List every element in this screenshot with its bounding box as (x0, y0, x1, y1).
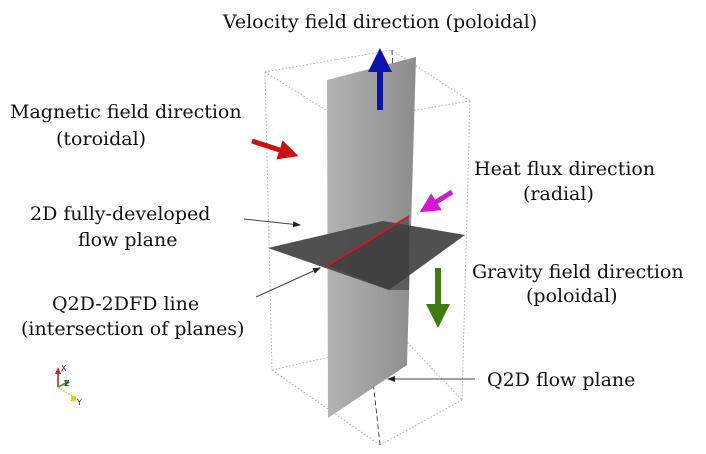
gravity-label-line2: (poloidal) (526, 285, 618, 307)
plane2d-label-line2: flow plane (78, 229, 177, 251)
heat-flux-arrow-icon (419, 189, 454, 213)
pointer-lines (243, 218, 475, 382)
vertical-plane-behind-horizontal (327, 216, 409, 290)
axis-z-label: Z (64, 379, 70, 388)
plane2d-label-line1: 2D fully-developed (30, 203, 210, 225)
gravity-label-line1: Gravity field direction (472, 261, 684, 283)
pointer-2d-plane (243, 218, 301, 228)
q2d-line-label-line2: (intersection of planes) (21, 318, 244, 340)
axis-y-label: Y (76, 398, 82, 407)
magnetic-label-line2: (toroidal) (56, 128, 146, 150)
magnetic-arrow-icon (251, 138, 299, 160)
orientation-axes: X Z Y (55, 364, 82, 407)
magnetic-label-line1: Magnetic field direction (10, 101, 242, 123)
heat-flux-label-line2: (radial) (523, 183, 594, 205)
q2d-line-label-line1: Q2D-2DFD line (52, 293, 199, 315)
q2d-plane-label: Q2D flow plane (487, 369, 635, 391)
velocity-label: Velocity field direction (poloidal) (222, 11, 537, 33)
axis-x-label: X (61, 364, 67, 373)
heat-flux-label-line1: Heat flux direction (474, 158, 655, 180)
pointer-q2d-line (255, 267, 321, 298)
intersection-line (326, 215, 410, 267)
